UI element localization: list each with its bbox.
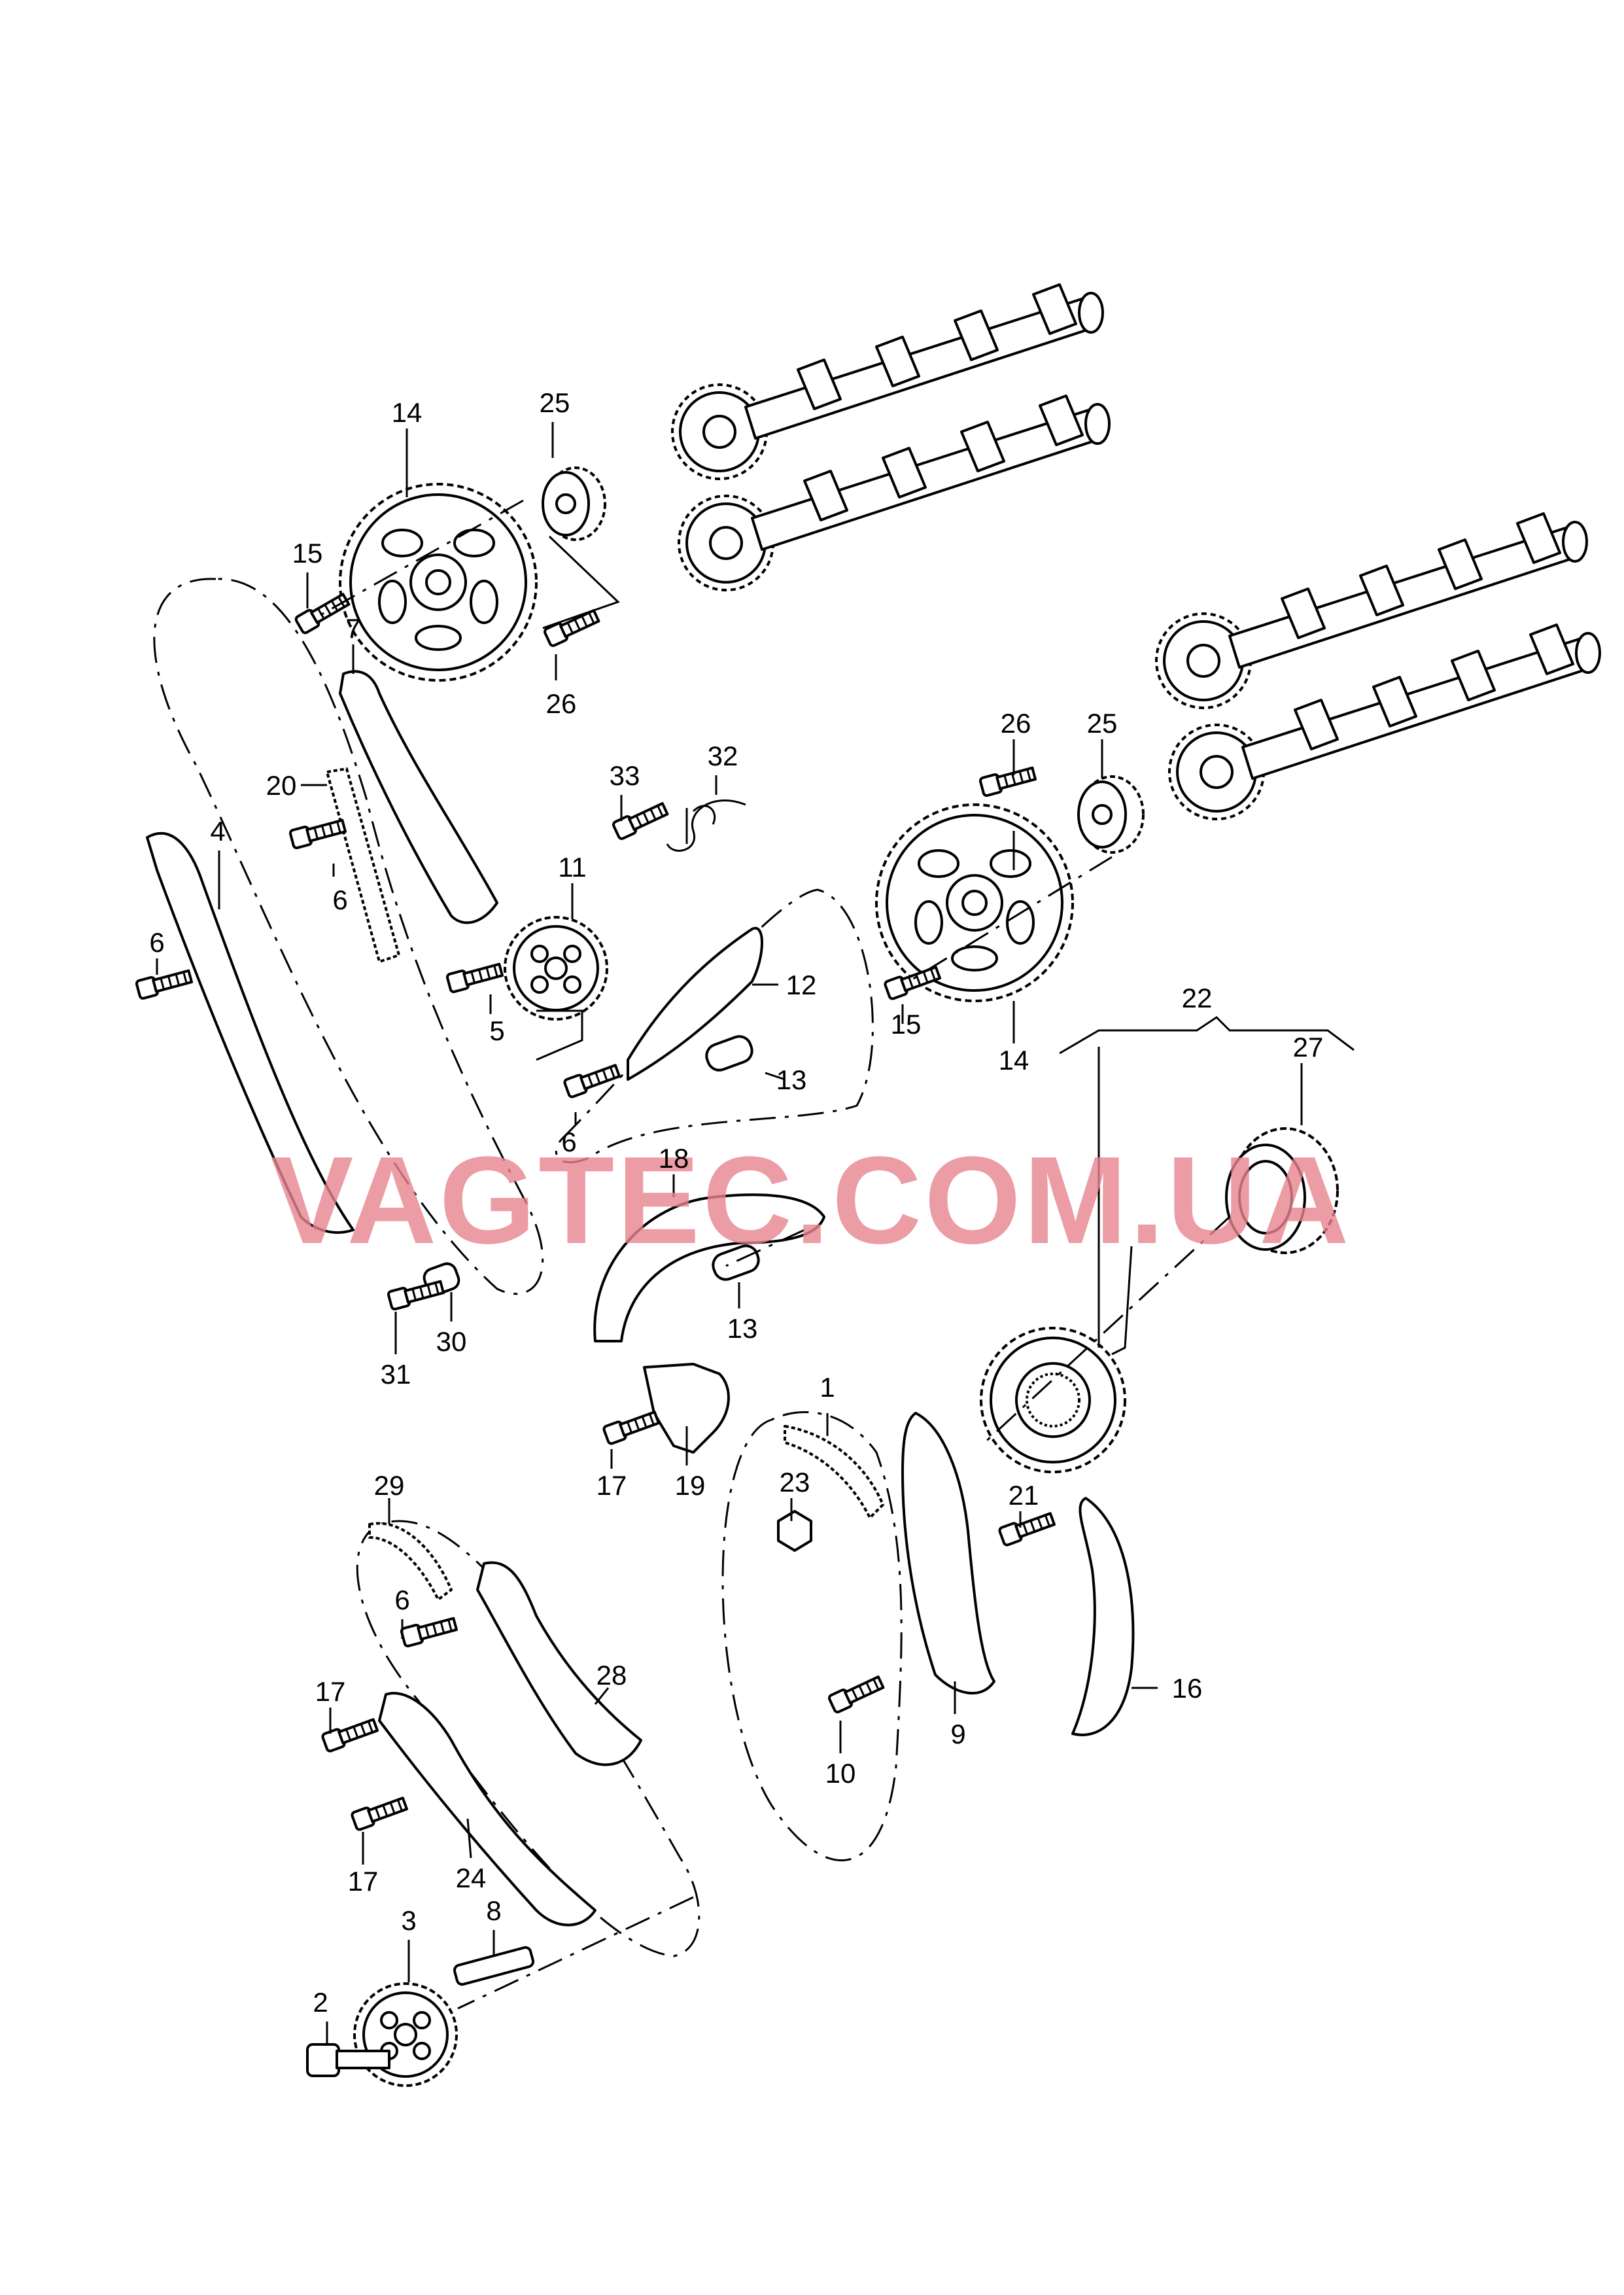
callout-31: 31: [381, 1359, 411, 1390]
upper-chain-path: [153, 578, 544, 1295]
bolt-17-lower: [350, 1793, 409, 1832]
axis-line-5: [725, 1229, 805, 1267]
camshaft-sprocket-left: [339, 483, 538, 682]
callout-3: 3: [401, 1905, 416, 1936]
callout-30: 30: [436, 1326, 467, 1357]
leader-lines: [156, 422, 1355, 2044]
axis-line-1: [320, 499, 524, 616]
callout-1: 1: [820, 1372, 835, 1403]
callout-14-a: 14: [392, 397, 423, 428]
callout-17-a: 17: [596, 1470, 627, 1501]
axis-line-4: [457, 1896, 694, 2010]
axis-line-3: [980, 1216, 1231, 1447]
balance-shaft-guide-9: [901, 1412, 995, 1694]
bolt-21: [997, 1509, 1057, 1547]
chain-tensioner-19: [643, 1363, 730, 1454]
timing-chain-segment-20: [326, 767, 400, 963]
callout-18: 18: [659, 1143, 689, 1174]
callout-14-b: 14: [999, 1045, 1029, 1076]
guide-pin-13-upper: [705, 1035, 753, 1072]
tensioner-rail-upper: [627, 926, 763, 1081]
bolt-6-lower: [399, 1613, 459, 1649]
callout-15-a: 15: [292, 538, 323, 569]
bolt-6-left: [134, 966, 194, 1001]
callout-20: 20: [266, 770, 297, 801]
bolt-5: [445, 959, 505, 994]
callout-32: 32: [708, 741, 738, 771]
callout-8: 8: [486, 1895, 501, 1926]
bolt-6-tensioner: [562, 1060, 622, 1099]
axis-line-2: [908, 856, 1113, 983]
bolt-2: [306, 2043, 390, 2077]
callout-27: 27: [1293, 1032, 1324, 1062]
bolt-26-left: [542, 606, 602, 648]
callout-28: 28: [596, 1660, 627, 1691]
crankshaft-sprocket: [980, 1327, 1126, 1473]
camshaft-adjuster-left: [542, 466, 606, 541]
callout-6-c: 6: [561, 1127, 576, 1157]
callout-21: 21: [1009, 1480, 1039, 1511]
callout-25-b: 25: [1087, 708, 1118, 739]
callout-19: 19: [675, 1470, 706, 1501]
callout-16: 16: [1172, 1673, 1203, 1704]
bolt-17-tensioner: [602, 1407, 661, 1446]
intermediate-sprocket-11: [504, 916, 608, 1021]
callout-5: 5: [489, 1015, 504, 1046]
callout-23: 23: [780, 1467, 810, 1498]
callout-10: 10: [825, 1758, 856, 1789]
callout-15-b: 15: [891, 1009, 922, 1040]
bolt-26-right: [978, 763, 1038, 798]
timing-chain-1: [784, 1425, 884, 1519]
callout-6-d: 6: [394, 1585, 409, 1615]
oil-pump-sprocket-3: [353, 1982, 458, 2087]
balance-chain-path: [721, 1411, 903, 1861]
callout-13-b: 13: [727, 1313, 758, 1344]
watermark-text: VAGTEC.COM.UA: [271, 1131, 1352, 1270]
bolt-10: [827, 1672, 886, 1715]
callout-22: 22: [1182, 983, 1213, 1013]
nut-23: [777, 1510, 812, 1552]
balance-shaft-rail-16: [1071, 1497, 1135, 1736]
callout-13-a: 13: [776, 1064, 807, 1095]
callout-6-a: 6: [332, 885, 347, 915]
callout-17-c: 17: [348, 1866, 379, 1897]
callout-26-a: 26: [546, 688, 577, 719]
callout-7: 7: [345, 613, 360, 644]
camshaft-adjuster-right: [1077, 775, 1145, 854]
callout-9: 9: [950, 1719, 965, 1749]
bolt-31: [386, 1276, 446, 1312]
balance-shaft-gear-27: [1225, 1127, 1339, 1254]
callout-26-b: 26: [1001, 708, 1031, 739]
callout-2: 2: [313, 1987, 328, 2018]
callout-4: 4: [210, 816, 225, 847]
camshaft-sprocket-right: [875, 803, 1074, 1002]
callout-33: 33: [610, 760, 640, 791]
spring-32: [666, 799, 746, 852]
tensioner-chain-path: [555, 888, 874, 1163]
callout-29: 29: [374, 1470, 405, 1501]
callout-24: 24: [456, 1863, 487, 1893]
callout-6-b: 6: [149, 927, 164, 958]
chain-guide-rail-upper: [339, 670, 498, 924]
chain-guide-rail-long: [146, 832, 354, 1234]
callout-11: 11: [558, 852, 587, 883]
threaded-bolt-8: [453, 1946, 535, 1986]
guide-pin-13-lower: [712, 1244, 760, 1281]
callout-17-b: 17: [315, 1676, 346, 1707]
bolt-6-upper: [288, 815, 348, 850]
tensioner-rail-18: [593, 1193, 825, 1342]
callout-12: 12: [786, 970, 817, 1000]
callout-25-a: 25: [540, 387, 570, 418]
timing-chain-29: [368, 1522, 453, 1601]
oil-pump-tensioner-rail-24: [378, 1692, 596, 1927]
oil-pump-rail-28: [476, 1561, 642, 1766]
